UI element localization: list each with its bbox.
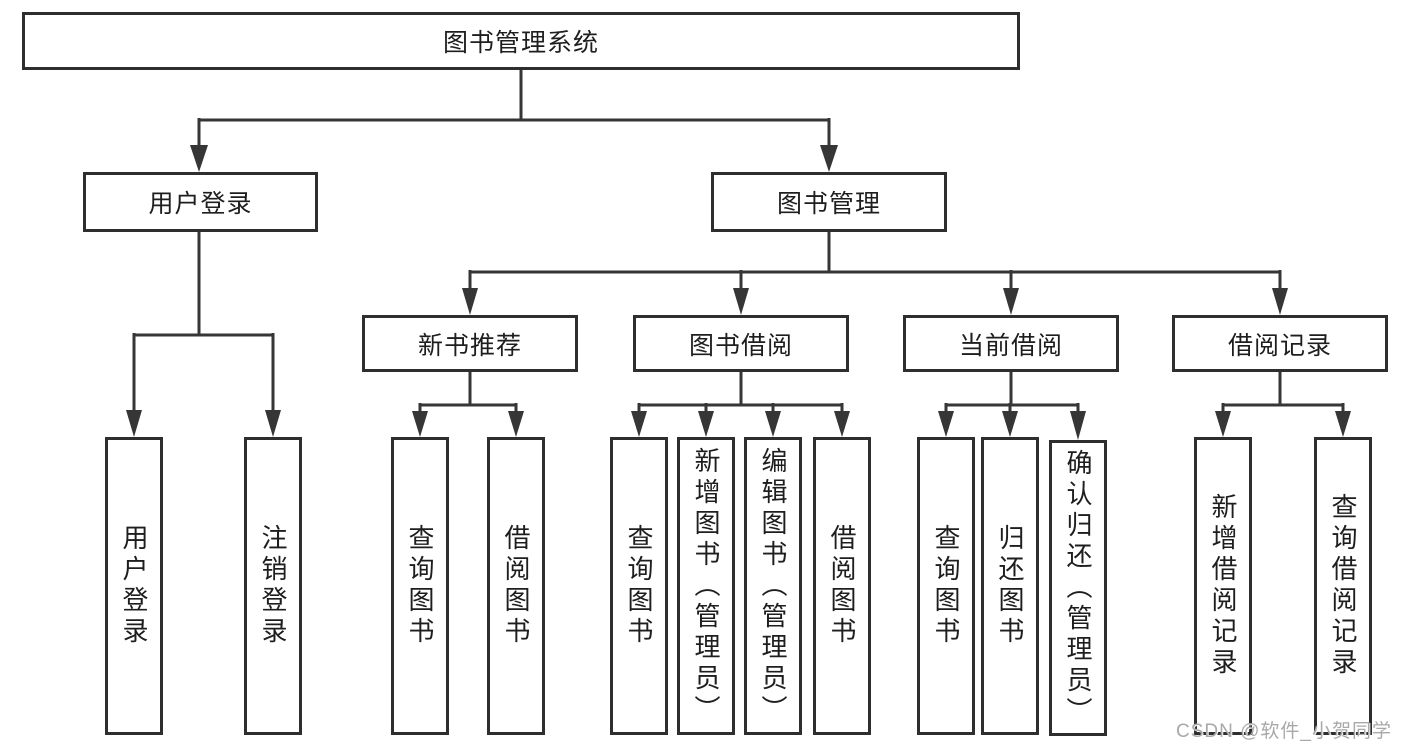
leaf-records-add-record-label: 新增借阅记录 bbox=[1208, 493, 1238, 679]
connector-current-borrow-to-leaves bbox=[938, 372, 1086, 440]
leaf-records-query-record: 查询借阅记录 bbox=[1314, 437, 1372, 735]
leaf-borrow-query-book-label: 查询图书 bbox=[624, 524, 654, 648]
leaf-user-login: 用户登录 bbox=[105, 437, 163, 735]
leaf-borrow-borrow-book: 借阅图书 bbox=[813, 437, 871, 735]
node-borrow-records: 借阅记录 bbox=[1172, 315, 1388, 372]
leaf-current-confirm-return-admin: 确认归还（管理员） bbox=[1049, 440, 1107, 736]
leaf-records-query-record-label: 查询借阅记录 bbox=[1328, 493, 1358, 679]
leaf-newbooks-query-book: 查询图书 bbox=[391, 437, 449, 735]
csdn-watermark: CSDN @软件_小贺同学 bbox=[1176, 721, 1392, 742]
connector-new-books-to-leaves bbox=[412, 372, 524, 437]
connector-book-management-to-level3 bbox=[462, 232, 1288, 315]
connector-borrow-records-to-leaves bbox=[1215, 372, 1351, 437]
leaf-current-query-book-label: 查询图书 bbox=[931, 524, 961, 648]
node-current-borrow: 当前借阅 bbox=[903, 315, 1119, 372]
leaf-borrow-edit-book-admin: 编辑图书（管理员） bbox=[744, 437, 802, 735]
leaf-user-login-label: 用户登录 bbox=[119, 524, 149, 648]
node-root: 图书管理系统 bbox=[22, 12, 1020, 70]
node-current-borrow-label: 当前借阅 bbox=[958, 331, 1063, 360]
leaf-borrow-add-book-admin-label: 新增图书（管理员） bbox=[691, 446, 721, 726]
node-new-book-recommend: 新书推荐 bbox=[362, 315, 578, 372]
leaf-current-query-book: 查询图书 bbox=[917, 437, 975, 735]
leaf-logout-label: 注销登录 bbox=[258, 524, 288, 648]
node-book-borrow: 图书借阅 bbox=[633, 315, 849, 372]
connector-root-to-level2 bbox=[190, 70, 838, 172]
leaf-current-confirm-return-admin-label: 确认归还（管理员） bbox=[1063, 448, 1093, 728]
leaf-borrow-borrow-book-label: 借阅图书 bbox=[827, 524, 857, 648]
leaf-borrow-add-book-admin: 新增图书（管理员） bbox=[677, 437, 735, 735]
leaf-current-return-book-label: 归还图书 bbox=[995, 524, 1025, 648]
node-book-management-label: 图书管理 bbox=[776, 190, 881, 218]
leaf-newbooks-borrow-book-label: 借阅图书 bbox=[501, 524, 531, 648]
leaf-logout: 注销登录 bbox=[244, 437, 302, 735]
leaf-borrow-edit-book-admin-label: 编辑图书（管理员） bbox=[758, 446, 788, 726]
connector-book-borrow-to-leaves bbox=[631, 372, 850, 437]
node-borrow-records-label: 借阅记录 bbox=[1227, 331, 1332, 360]
node-book-borrow-label: 图书借阅 bbox=[688, 331, 793, 360]
leaf-newbooks-query-book-label: 查询图书 bbox=[405, 524, 435, 648]
node-new-book-recommend-label: 新书推荐 bbox=[417, 331, 522, 360]
node-book-management: 图书管理 bbox=[711, 172, 947, 232]
leaf-current-return-book: 归还图书 bbox=[981, 437, 1039, 735]
node-user-login: 用户登录 bbox=[83, 172, 318, 232]
leaf-newbooks-borrow-book: 借阅图书 bbox=[487, 437, 545, 735]
node-root-label: 图书管理系统 bbox=[442, 29, 599, 57]
node-user-login-label: 用户登录 bbox=[148, 190, 253, 218]
leaf-borrow-query-book: 查询图书 bbox=[610, 437, 668, 735]
leaf-records-add-record: 新增借阅记录 bbox=[1194, 437, 1252, 735]
connector-user-login-to-leaves bbox=[126, 232, 281, 437]
